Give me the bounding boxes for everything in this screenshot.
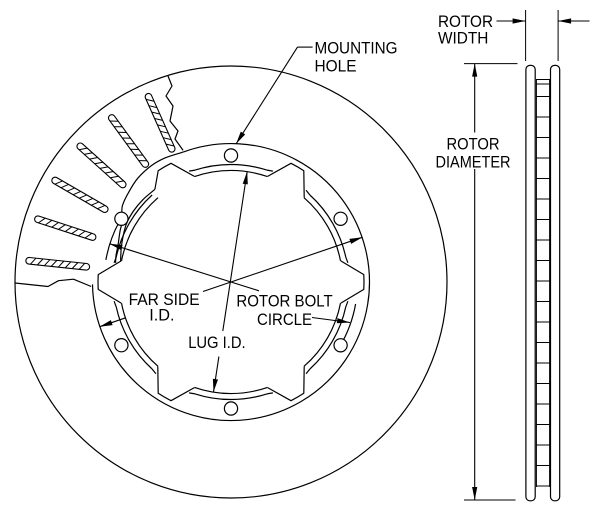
svg-text:ROTOR BOLT: ROTOR BOLT xyxy=(236,293,332,311)
svg-text:ROTOR: ROTOR xyxy=(438,13,493,31)
svg-text:FAR SIDE: FAR SIDE xyxy=(129,291,200,309)
svg-text:DIAMETER: DIAMETER xyxy=(436,153,511,171)
svg-text:I.D.: I.D. xyxy=(149,306,174,324)
svg-text:CIRCLE: CIRCLE xyxy=(257,311,312,329)
svg-text:WIDTH: WIDTH xyxy=(438,30,488,48)
svg-text:ROTOR: ROTOR xyxy=(447,136,500,154)
svg-text:MOUNTING: MOUNTING xyxy=(315,39,398,57)
svg-text:HOLE: HOLE xyxy=(315,58,357,76)
svg-text:LUG I.D.: LUG I.D. xyxy=(188,334,245,352)
